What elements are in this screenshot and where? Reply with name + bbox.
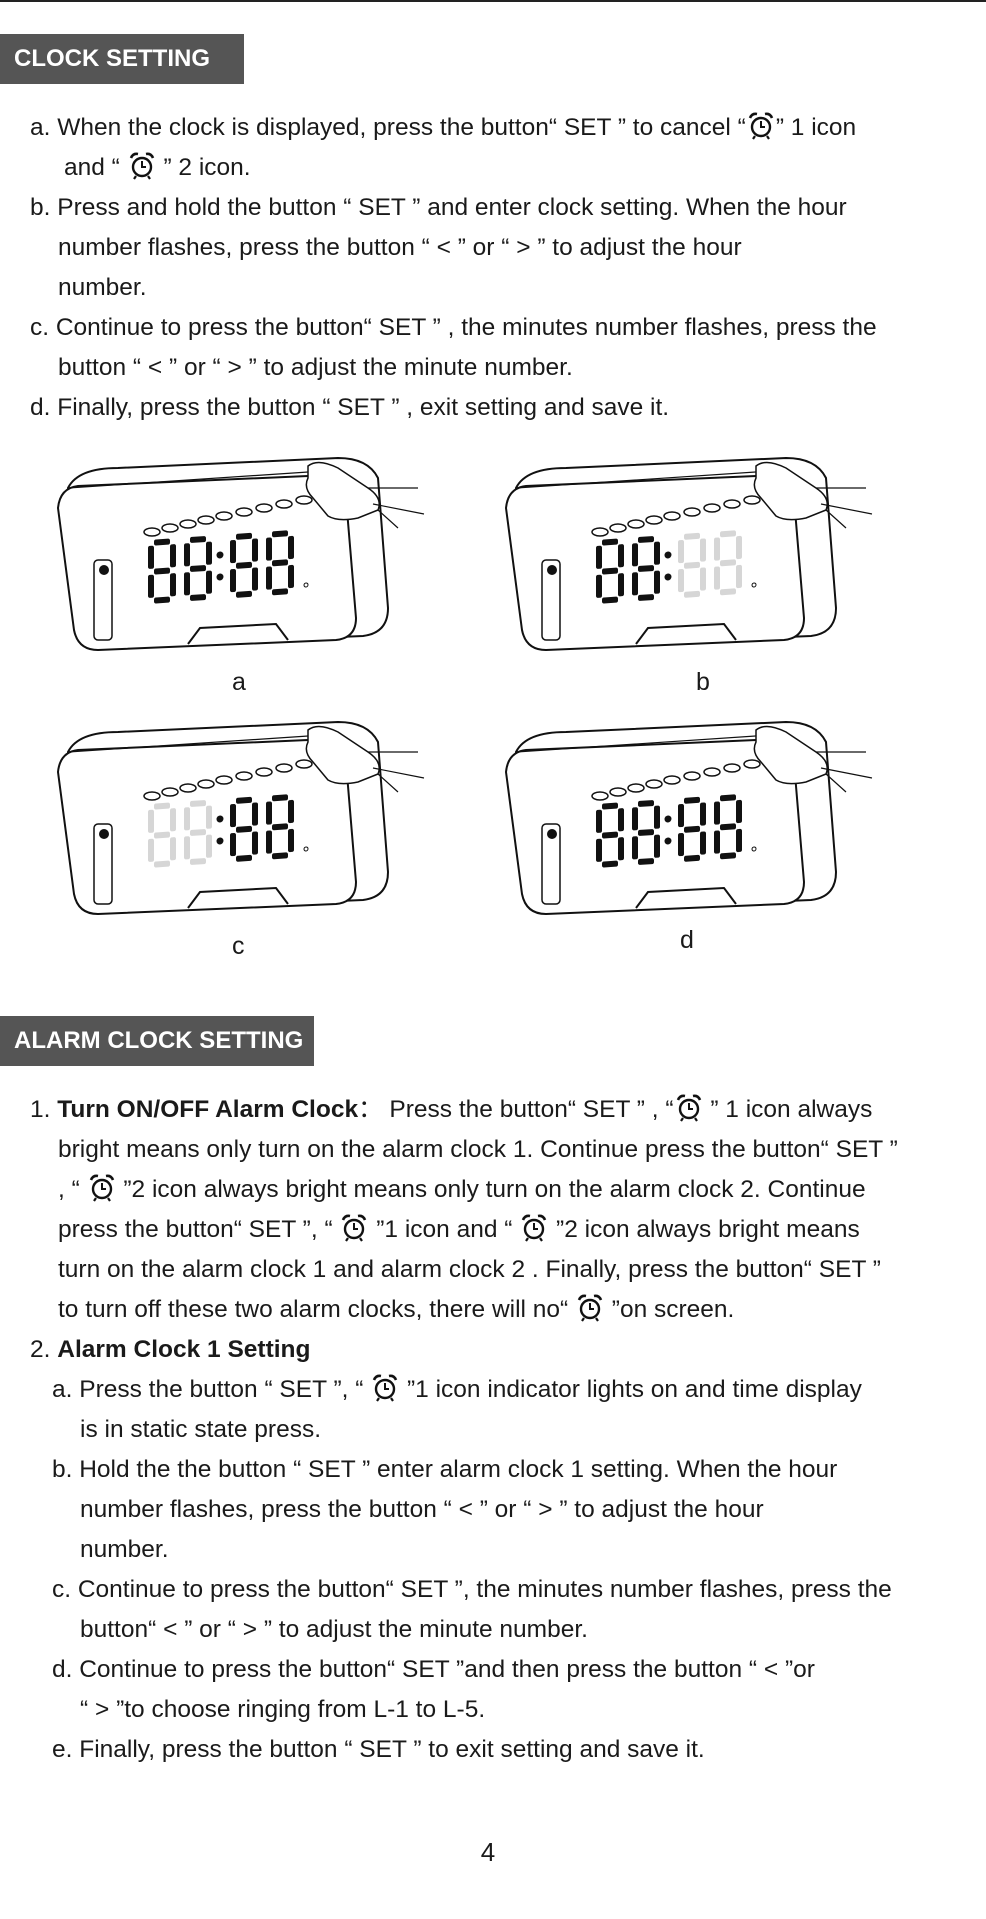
clock-step-a-line1: a. When the clock is displayed, press th… [30,108,856,148]
clock-step-a-line2: and “ ” 2 icon. [64,148,251,188]
clock-step-c-line2: button “ < ” or “ > ” to adjust the minu… [58,354,573,381]
alarm-item1-line6: to turn off these two alarm clocks, ther… [58,1290,734,1330]
alarm-item1-line3: , “ ”2 icon always bright means only tur… [58,1170,866,1210]
alarm1-step-b-line2: number flashes, press the button “ < ” o… [80,1496,764,1523]
alarm-clock-icon [127,150,157,180]
alarm1-step-c-line2: button“ < ” or “ > ” to adjust the minut… [80,1616,588,1643]
alarm-clock-icon [519,1212,549,1242]
alarm1-step-b-line1: b. Hold the the button “ SET ” enter ala… [52,1456,838,1483]
figure-label-a: a [232,668,246,696]
alarm-item1-line4: press the button“ SET ”, “ ”1 icon and “… [58,1210,860,1250]
clock-figure-d [486,712,876,937]
alarm-item1-line5: turn on the alarm clock 1 and alarm cloc… [58,1256,881,1283]
alarm-clock-icon [674,1092,704,1122]
alarm1-step-d-line2: “ > ”to choose ringing from L-1 to L-5. [80,1696,486,1723]
alarm1-step-a-line2: is in static state press. [80,1416,322,1443]
clock-figure-b [486,448,876,673]
figure-label-c: c [232,932,245,960]
alarm-item1-line2: bright means only turn on the alarm cloc… [58,1136,898,1163]
alarm-clock-icon [339,1212,369,1242]
clock-step-b-line1: b. Press and hold the button “ SET ” and… [30,194,847,221]
clock-setting-header: CLOCK SETTING [0,34,244,84]
clock-step-b-line3: number. [58,274,147,301]
alarm1-step-e-line1: e. Finally, press the button “ SET ” to … [52,1736,705,1763]
clock-step-c-line1: c. Continue to press the button“ SET ” ,… [30,314,877,341]
clock-figure-c [38,712,428,937]
alarm1-step-b-line3: number. [80,1536,169,1563]
figure-label-d: d [680,926,694,954]
clock-step-d-line1: d. Finally, press the button “ SET ” , e… [30,394,670,421]
alarm1-step-d-line1: d. Continue to press the button“ SET ”an… [52,1656,815,1683]
alarm-clock-icon [87,1172,117,1202]
alarm1-step-c-line1: c. Continue to press the button“ SET ”, … [52,1576,892,1603]
clock-step-b-line2: number flashes, press the button “ < ” o… [58,234,742,261]
top-rule [0,0,986,2]
alarm-clock-icon [575,1292,605,1322]
alarm-clock-setting-header: ALARM CLOCK SETTING [0,1016,314,1066]
clock-figure-a [38,448,428,673]
alarm-clock-icon [746,110,776,140]
figure-label-b: b [696,668,710,696]
alarm-item1-line1: 1. Turn ON/OFF Alarm Clock： Press the bu… [30,1090,872,1130]
alarm-item2-heading: 2. Alarm Clock 1 Setting [30,1336,311,1363]
alarm1-step-a-line1: a. Press the button “ SET ”, “ ”1 icon i… [52,1370,862,1410]
alarm-clock-icon [370,1372,400,1402]
page-number: 4 [480,1837,496,1867]
